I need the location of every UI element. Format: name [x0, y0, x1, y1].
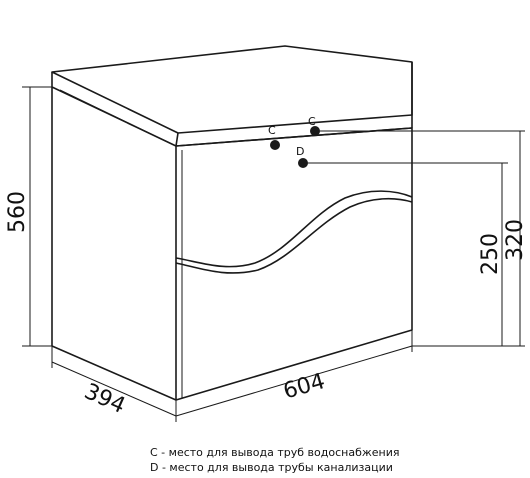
cabinet-front [175, 127, 413, 401]
legend-line-c: С - место для вывода труб водоснабжения [150, 446, 400, 459]
depth-label: 394 [80, 379, 129, 419]
countertop-left-edge [175, 132, 179, 147]
depth-dim-line [51, 361, 177, 417]
pipe-label-c-left: C [268, 124, 276, 137]
countertop-top [51, 45, 413, 134]
pipe-label-c-right: C [308, 115, 316, 128]
width-dim-line [175, 345, 413, 417]
cabinet-side-inner-edge [59, 89, 177, 147]
wave-divider-lower [175, 197, 413, 274]
countertop-front-edge [51, 72, 413, 147]
legend-line-d: D - место для вывода трубы канализации [150, 461, 393, 474]
height-label: 560 [5, 191, 30, 233]
pipe-label-d: D [296, 145, 304, 158]
width-label: 604 [281, 369, 328, 405]
supply-height-label: 320 [503, 219, 528, 261]
cabinet-side [51, 87, 177, 401]
pipe-point-c-left [270, 140, 280, 150]
drain-height-label: 250 [478, 233, 503, 275]
wave-divider-upper [175, 190, 413, 268]
